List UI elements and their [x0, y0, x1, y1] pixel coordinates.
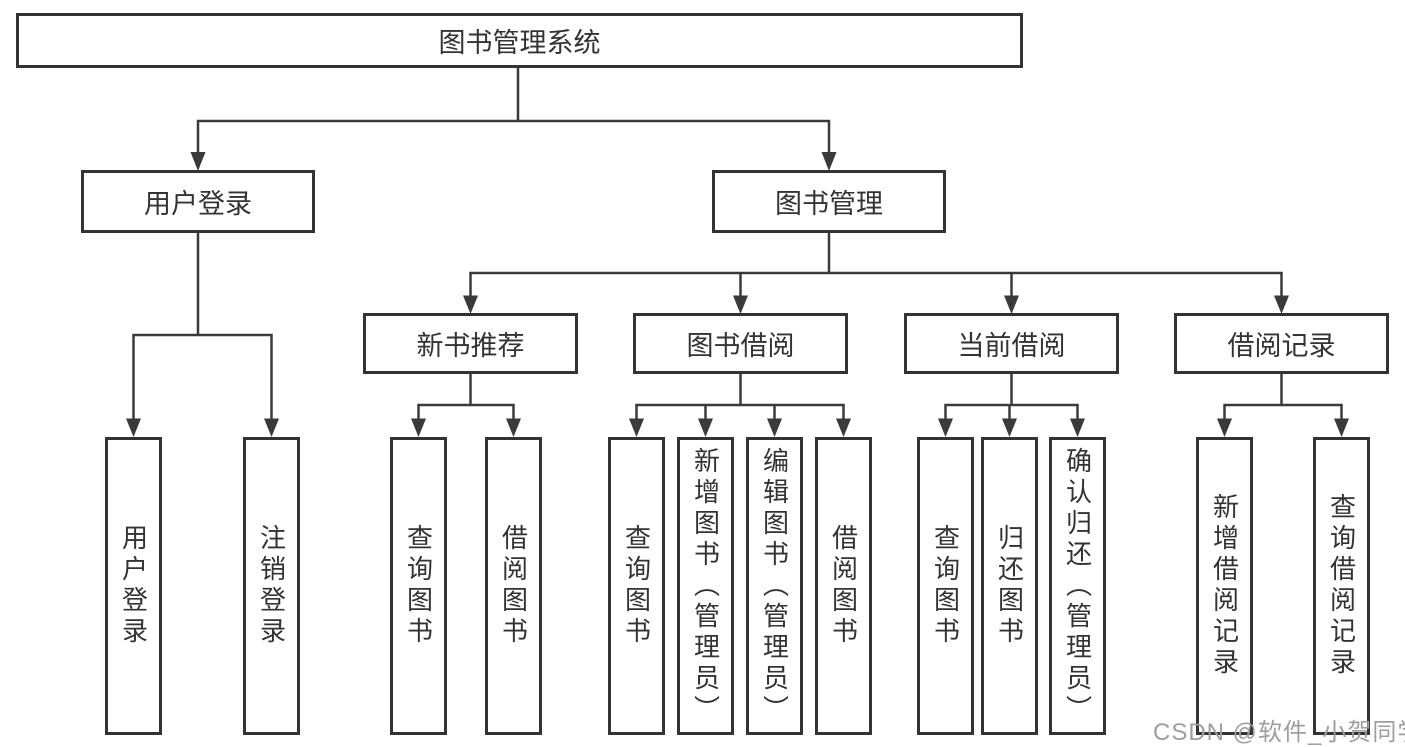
leaf-logout: 注销登录	[243, 437, 300, 735]
node-label: 图书管理	[775, 189, 883, 219]
leaf-bb-edit-book-admin: 编辑图书（管理员）	[746, 437, 803, 735]
leaf-label: 编辑图书（管理员）	[759, 446, 790, 726]
node-label: 新书推荐	[416, 331, 525, 361]
node-book-borrow: 图书借阅	[633, 313, 848, 374]
leaf-label: 用户登录	[118, 524, 149, 648]
leaf-bb-query-book: 查询图书	[608, 437, 665, 735]
node-label: 图书借阅	[686, 331, 795, 361]
edge-current-borrow-to-leaves	[938, 374, 1085, 437]
leaf-nb-query-book: 查询图书	[390, 437, 447, 735]
leaf-bb-borrow-book: 借阅图书	[815, 437, 872, 735]
leaf-label: 查询图书	[621, 524, 652, 648]
leaf-cb-query-book: 查询图书	[917, 437, 974, 735]
leaf-label: 借阅图书	[498, 524, 529, 648]
csdn-watermark: CSDN @软件_小贺同学	[1153, 719, 1405, 746]
leaf-cb-return-book: 归还图书	[981, 437, 1038, 735]
leaf-label: 新增借阅记录	[1209, 493, 1240, 679]
edge-borrow-records-to-leaves	[1217, 374, 1349, 437]
node-book-management: 图书管理	[712, 170, 946, 233]
leaf-label: 归还图书	[994, 524, 1025, 648]
leaf-br-add-record: 新增借阅记录	[1196, 437, 1253, 735]
leaf-label: 借阅图书	[828, 524, 859, 648]
node-new-book-recommend: 新书推荐	[363, 313, 578, 374]
leaf-label: 注销登录	[256, 524, 287, 648]
leaf-label: 确认归还（管理员）	[1062, 446, 1093, 726]
leaf-label: 新增图书（管理员）	[690, 446, 721, 726]
leaf-br-query-record: 查询借阅记录	[1313, 437, 1370, 735]
node-label: 用户登录	[144, 189, 252, 219]
edge-new-book-recommend-to-leaves	[411, 374, 521, 437]
node-label: 当前借阅	[957, 331, 1066, 361]
leaf-label: 查询借阅记录	[1326, 493, 1357, 679]
node-label: 图书管理系统	[438, 28, 601, 58]
node-current-borrow: 当前借阅	[904, 313, 1119, 374]
node-library-system: 图书管理系统	[16, 13, 1023, 68]
edge-book-borrow-to-leaves	[629, 374, 851, 437]
leaf-label: 查询图书	[403, 524, 434, 648]
leaf-nb-borrow-book: 借阅图书	[485, 437, 542, 735]
leaf-user-login: 用户登录	[105, 437, 162, 735]
edge-user-login-to-leaves	[126, 233, 279, 437]
leaf-label: 查询图书	[930, 524, 961, 648]
leaf-cb-confirm-return-admin: 确认归还（管理员）	[1049, 437, 1106, 735]
leaf-bb-add-book-admin: 新增图书（管理员）	[677, 437, 734, 735]
node-label: 借阅记录	[1227, 331, 1336, 361]
edge-book-management-to-level3	[463, 233, 1289, 314]
edge-root-to-level2	[190, 68, 837, 171]
node-borrow-records: 借阅记录	[1174, 313, 1389, 374]
node-user-login: 用户登录	[81, 170, 315, 233]
